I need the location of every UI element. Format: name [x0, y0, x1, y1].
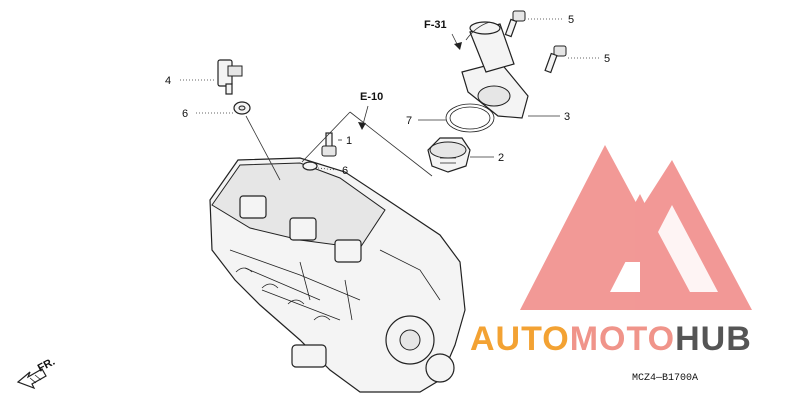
part-1-bolt: 1 — [321, 132, 352, 157]
bolt-5-lower-shaft — [544, 52, 558, 74]
callout-1: 1 — [346, 135, 352, 147]
watermark-triangle-icon — [520, 145, 752, 310]
thermostat-spring — [440, 157, 456, 164]
callout-4: 4 — [165, 75, 171, 87]
part-3-thermostat-cover: 3 — [461, 21, 570, 123]
ref-f31-label: F-31 — [424, 19, 447, 31]
callout-6-lower: 6 — [342, 165, 348, 177]
part-5-bolt-upper: 5 — [504, 10, 574, 38]
callout-6-upper: 6 — [182, 108, 188, 120]
part-6-washer-upper: 6 — [182, 101, 281, 181]
watermark-text: AUTOMOTOHUB — [470, 320, 752, 358]
callout-5-lower: 5 — [604, 53, 610, 65]
cam-sprocket-hub — [399, 329, 421, 351]
o-ring-inner — [449, 106, 491, 130]
ref-e10-arrowhead-icon — [358, 122, 366, 130]
callout-7: 7 — [406, 115, 412, 127]
head-detail-lines — [229, 249, 441, 321]
callout-2: 2 — [498, 152, 504, 164]
cover-port — [477, 85, 511, 107]
watermark-inner-triangle-icon — [658, 205, 718, 292]
thermostat-flange — [429, 141, 467, 159]
bolt-1-shaft — [325, 132, 333, 148]
ref-f31: F-31 — [424, 19, 491, 50]
front-direction-marker: FR. — [16, 356, 57, 390]
part-7-o-ring: 7 — [406, 103, 495, 133]
ref-e10-label: E-10 — [360, 91, 383, 103]
watermark-text-hub: HUB — [675, 320, 752, 358]
thermostat-outlet-spigot — [425, 353, 455, 383]
sensor-4-tip — [225, 83, 233, 95]
cover-pipe-mouth — [469, 21, 501, 35]
bolt-5-upper-head — [512, 10, 526, 22]
cam-cover — [211, 162, 386, 249]
diagram-code: MCZ4—B1700A — [632, 373, 698, 384]
leader-6-lower — [317, 167, 337, 171]
watermark-logo — [520, 145, 752, 310]
part-6-washer-lower: 6 — [302, 161, 348, 177]
ref-e10-bracket — [301, 111, 433, 177]
cam-journal-2 — [289, 217, 317, 241]
bolt-1-head — [321, 145, 337, 157]
washer-6-lower — [302, 161, 318, 171]
washer-6-upper-hole — [238, 105, 246, 111]
sensor-install-line — [245, 115, 281, 181]
callout-3: 3 — [564, 111, 570, 123]
cylinder-head-assembly — [209, 157, 466, 393]
bolt-5-upper-shaft — [504, 18, 518, 38]
water-spigot — [291, 344, 327, 368]
ref-f31-arrowhead-icon — [454, 42, 462, 50]
bolt-5-lower-head — [553, 45, 567, 57]
o-ring-outer — [445, 103, 495, 133]
part-4-sensor: 4 — [165, 59, 243, 95]
sensor-4-connector — [227, 65, 243, 77]
watermark-text-moto: MOTO — [570, 320, 675, 358]
ref-f31-bracket — [465, 21, 491, 41]
part-2-thermostat: 2 — [427, 137, 504, 173]
front-label: FR. — [36, 356, 57, 375]
watermark-text-auto: AUTO — [470, 320, 570, 358]
exhaust-ports — [235, 267, 331, 321]
front-arrow-icon — [16, 368, 47, 390]
ref-e10: E-10 — [301, 91, 433, 177]
front-arrow-hatch — [29, 374, 42, 384]
part-5-bolt-lower: 5 — [544, 45, 610, 74]
cam-journal-1 — [239, 195, 267, 219]
callout-5-upper: 5 — [568, 14, 574, 26]
cam-journal-3 — [334, 239, 362, 263]
